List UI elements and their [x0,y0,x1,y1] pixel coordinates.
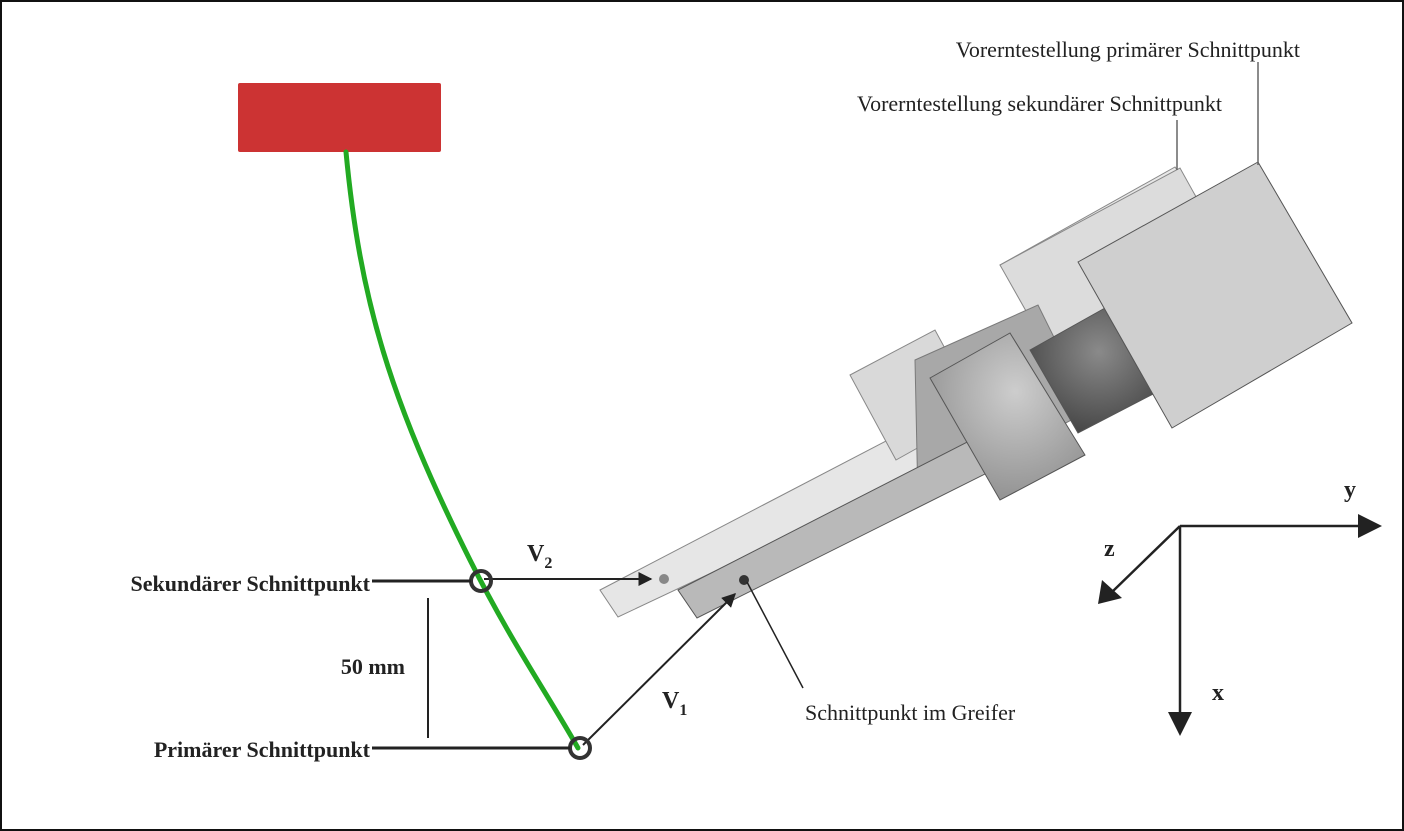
label-vector-v2-sub: 2 [544,555,552,572]
label-primary-point: Primärer Schnittpunkt [154,737,371,762]
label-vector-v1-main: V [662,688,680,714]
axis-label-x: x [1212,680,1224,706]
vector-v1-arrow [582,593,736,746]
label-vector-v1-sub: 1 [679,702,687,719]
label-preharvest-secondary: Vorerntestellung sekundärer Schnittpunkt [857,91,1222,116]
x-axis-arrowhead [1168,712,1192,736]
gripper-point-secondary-dot [659,574,669,584]
gripper-primary-block [1077,161,1353,429]
axis-label-z: z [1104,536,1115,562]
gripper-primary-collar [929,332,1086,501]
coordinate-system [1098,514,1382,736]
z-axis-arrowhead [1098,580,1122,604]
leader-gripper-point [746,581,804,689]
label-distance: 50 mm [341,654,405,679]
label-preharvest-primary: Vorerntestellung primärer Schnittpunkt [956,37,1300,62]
y-axis-arrowhead [1358,514,1382,538]
label-gripper-point: Schnittpunkt im Greifer [805,700,1016,725]
label-vector-v2: V2 [527,541,552,572]
target-block [238,83,441,152]
label-secondary-point: Sekundärer Schnittpunkt [131,571,371,596]
label-vector-v2-main: V [527,541,545,567]
label-vector-v1: V1 [662,688,687,719]
z-axis-line [1111,525,1181,593]
axis-label-y: y [1344,477,1356,503]
stem-curve [343,149,581,751]
gripper-primary-position [677,161,1353,619]
